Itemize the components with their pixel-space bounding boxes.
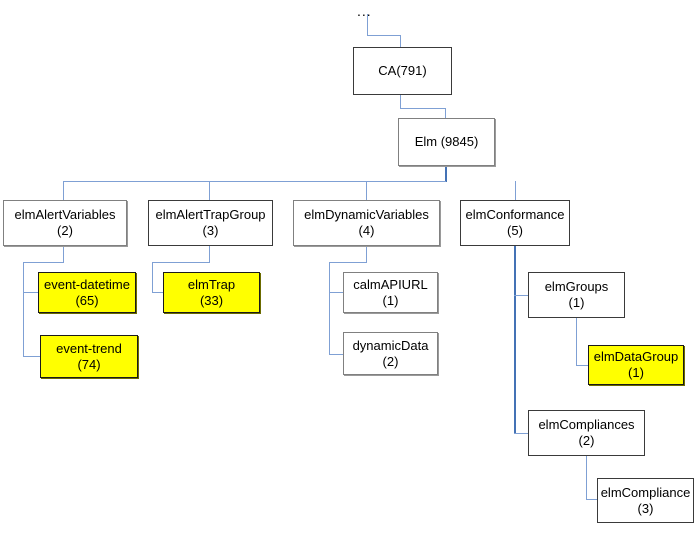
edge-elmcompliances-stem (586, 455, 587, 500)
edge-elm-to-alerttrapgroup-drop (209, 181, 210, 201)
node-elmgroups-label: elmGroups (544, 279, 609, 294)
edge-alerttrapgroup-turn (152, 262, 210, 263)
edge-ca-to-elm-horizontal (400, 108, 446, 109)
node-elmtrap-label: elmTrap (187, 276, 236, 292)
node-elmalerttrapgroup-count: (3) (202, 223, 219, 238)
node-elmconformance-label: elmConformance (465, 207, 565, 222)
node-elm[interactable]: Elm (9845) (398, 118, 495, 166)
edge-elm-to-alertvariables-drop (63, 181, 64, 201)
edge-conformance-to-elmcompliances (514, 433, 529, 434)
node-elmdatagroup-count: (1) (628, 365, 644, 380)
edge-elmcompliances-to-elmcompliance (586, 499, 598, 500)
node-elmgroups-count: (1) (568, 295, 585, 310)
node-elmconformance-count: (5) (507, 223, 523, 238)
node-event-trend-label: event-trend (56, 340, 122, 356)
edge-elm-bus-horizontal (63, 181, 446, 182)
node-event-trend-count: (74) (77, 356, 101, 372)
node-calmapiurl[interactable]: calmAPIURL (1) (343, 272, 438, 313)
node-elmcompliance[interactable]: elmCompliance (3) (597, 478, 694, 523)
edge-elm-to-conformance-drop (515, 181, 516, 201)
edge-root-to-ca-vertical-right (400, 35, 401, 48)
node-elmcompliances-count: (2) (578, 433, 595, 448)
node-elmalertvariables-count: (2) (57, 223, 73, 238)
edge-elmgroups-stem (576, 317, 577, 366)
node-elmcompliance-label: elmCompliance (600, 484, 691, 500)
node-elmcompliances-label: elmCompliances (538, 417, 635, 432)
node-elmdatagroup[interactable]: elmDataGroup (1) (588, 345, 684, 385)
node-event-datetime-count: (65) (75, 292, 99, 308)
node-elmtrap-count: (33) (199, 292, 224, 308)
node-elmcompliance-count: (3) (637, 500, 654, 516)
edge-dynamicvariables-spine (329, 262, 330, 355)
node-elmdynamicvariables-count: (4) (358, 223, 375, 238)
node-elmcompliances[interactable]: elmCompliances (2) (528, 410, 645, 456)
edge-dynamicvariables-turn (329, 262, 367, 263)
edge-alerttrapgroup-to-elmtrap (152, 292, 164, 293)
node-elmconformance[interactable]: elmConformance (5) (460, 200, 570, 246)
node-elmalerttrapgroup[interactable]: elmAlertTrapGroup (3) (148, 200, 273, 246)
edge-alerttrapgroup-stem (209, 245, 210, 263)
edge-dynamicvariables-to-calmapiurl (329, 292, 344, 293)
node-dynamicdata[interactable]: dynamicData (2) (343, 332, 438, 375)
edge-elm-to-dynamicvariables-drop (366, 181, 367, 201)
edge-alertvariables-spine (23, 262, 24, 357)
edge-alertvariables-turn (23, 262, 64, 263)
edge-alertvariables-to-eventdatetime (23, 292, 39, 293)
edge-conformance-spine (514, 245, 516, 434)
node-dynamicdata-label: dynamicData (352, 337, 429, 353)
node-ca-label: CA(791) (378, 63, 427, 78)
node-event-trend[interactable]: event-trend (74) (40, 335, 138, 378)
edge-alertvariables-to-eventtrend (23, 356, 41, 357)
node-elmtrap[interactable]: elmTrap (33) (163, 272, 260, 313)
node-event-datetime-label: event-datetime (44, 276, 130, 292)
edge-conformance-to-elmgroups (514, 295, 529, 296)
node-event-datetime[interactable]: event-datetime (65) (38, 272, 136, 313)
node-elmalertvariables[interactable]: elmAlertVariables (2) (3, 200, 127, 246)
edge-dynamicvariables-stem (366, 245, 367, 263)
edge-elmgroups-to-elmdatagroup (576, 365, 589, 366)
edge-root-to-ca-vertical-left (367, 14, 368, 36)
edge-root-to-ca-horizontal (367, 35, 401, 36)
edge-ca-to-elm-vertical-down (445, 108, 446, 119)
node-elmalertvariables-label: elmAlertVariables (14, 207, 116, 222)
node-elmdynamicvariables[interactable]: elmDynamicVariables (4) (293, 200, 440, 246)
node-calmapiurl-count: (1) (382, 292, 399, 308)
edge-ca-to-elm-vertical-up (400, 94, 401, 109)
node-elmdatagroup-label: elmDataGroup (593, 349, 679, 364)
node-dynamicdata-count: (2) (382, 353, 399, 369)
node-calmapiurl-label: calmAPIURL (353, 276, 428, 292)
node-ca[interactable]: CA(791) (353, 47, 452, 95)
edge-alerttrapgroup-spine (152, 262, 153, 293)
root-ellipsis: ... (357, 3, 372, 19)
edge-alertvariables-stem (63, 245, 64, 263)
node-elmgroups[interactable]: elmGroups (1) (528, 272, 625, 318)
node-elm-label: Elm (9845) (414, 134, 479, 149)
node-elmdynamicvariables-label: elmDynamicVariables (304, 207, 429, 222)
edge-dynamicvariables-to-dynamicdata (329, 354, 344, 355)
node-elmalerttrapgroup-label: elmAlertTrapGroup (155, 207, 266, 222)
edge-elm-bus-stem (445, 165, 447, 182)
